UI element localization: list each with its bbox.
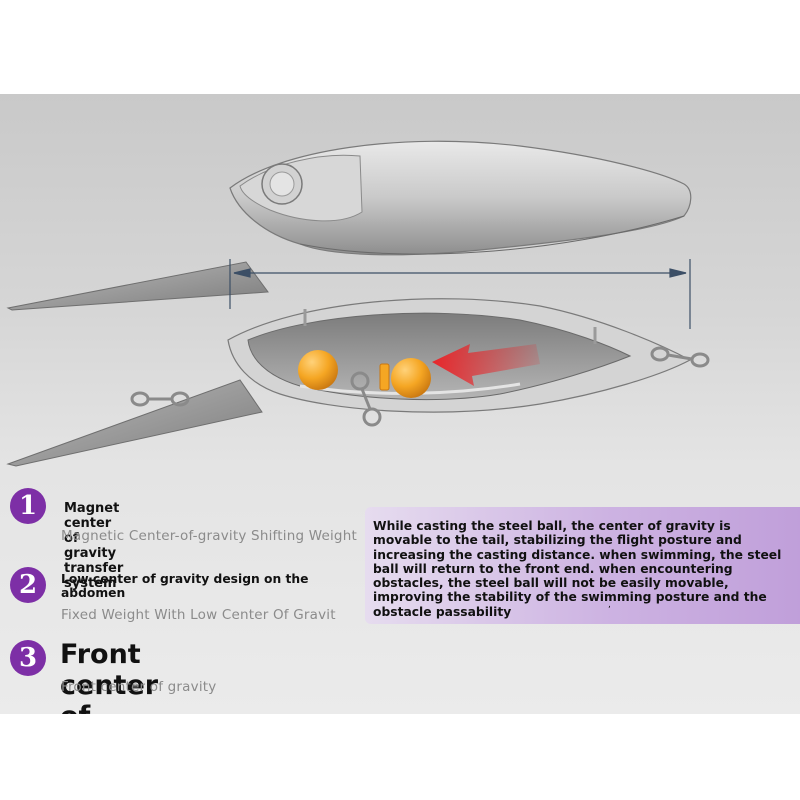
arrow-icon <box>432 344 540 386</box>
lure-illustration <box>6 140 710 467</box>
feature-subtitle: Front center of gravity <box>61 679 217 695</box>
description-tick: , <box>608 599 611 610</box>
lure-body-illustration <box>6 140 692 311</box>
split-ring-icon <box>130 346 710 427</box>
feature-number-badge: 1 <box>10 488 46 524</box>
feature-subtitle: Fixed Weight With Low Center Of Gravit <box>61 607 336 623</box>
feature-title: Low center of gravity design on the abdo… <box>61 572 309 600</box>
magnet-icon <box>379 363 390 391</box>
feature-number-badge: 2 <box>10 567 46 603</box>
lure-cutaway-illustration <box>6 298 692 467</box>
dimension-line-icon <box>229 259 691 329</box>
feature-title: Front center of gravity <box>60 639 159 714</box>
feature-subtitle: Magnetic Center-of-gravity Shifting Weig… <box>61 528 357 544</box>
feature-title: Magnet center of gravity transfer system <box>64 501 124 591</box>
description-box: While casting the steel ball, the center… <box>365 507 800 624</box>
steel-ball-icon <box>298 350 338 390</box>
description-text: While casting the steel ball, the center… <box>373 519 782 619</box>
product-panel: 1 Magnet center of gravity transfer syst… <box>0 94 800 714</box>
steel-ball-icon <box>391 358 431 398</box>
feature-number-badge: 3 <box>10 640 46 676</box>
